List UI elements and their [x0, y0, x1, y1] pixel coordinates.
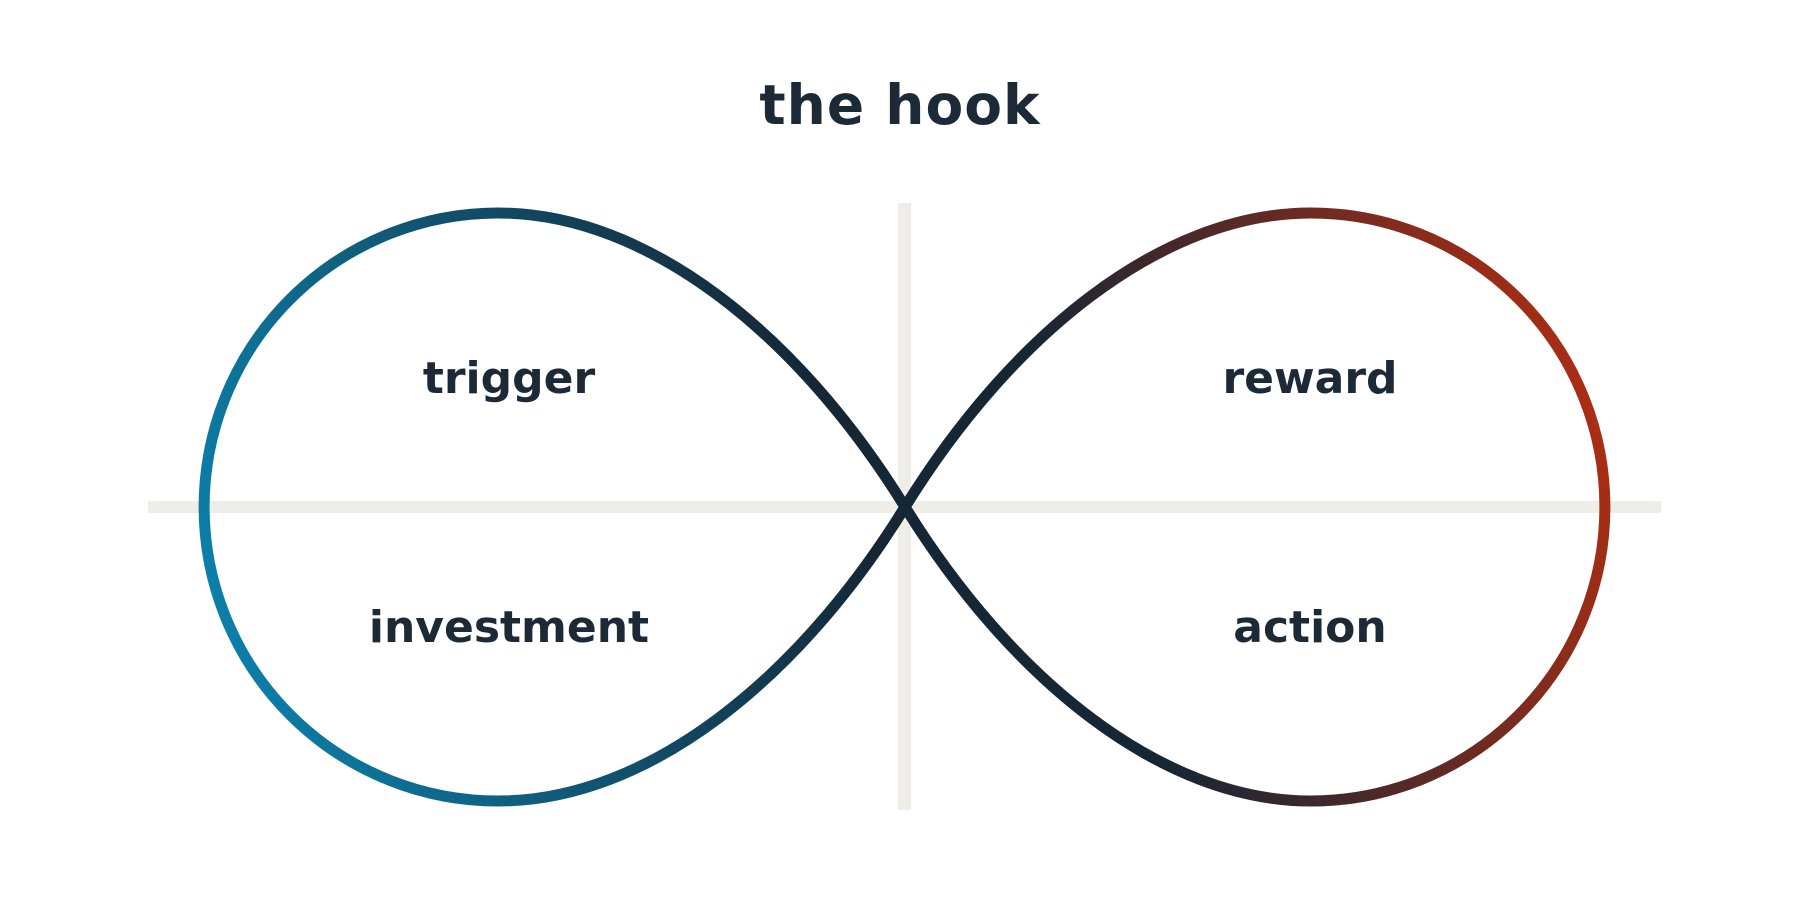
page-title: the hook	[759, 73, 1041, 137]
stage-label-investment: investment	[368, 602, 650, 653]
stage-label-reward: reward	[1222, 353, 1398, 404]
stage-label-action: action	[1233, 602, 1387, 653]
stage-label-trigger: trigger	[422, 353, 596, 404]
infinity-loop	[198, 207, 1611, 807]
